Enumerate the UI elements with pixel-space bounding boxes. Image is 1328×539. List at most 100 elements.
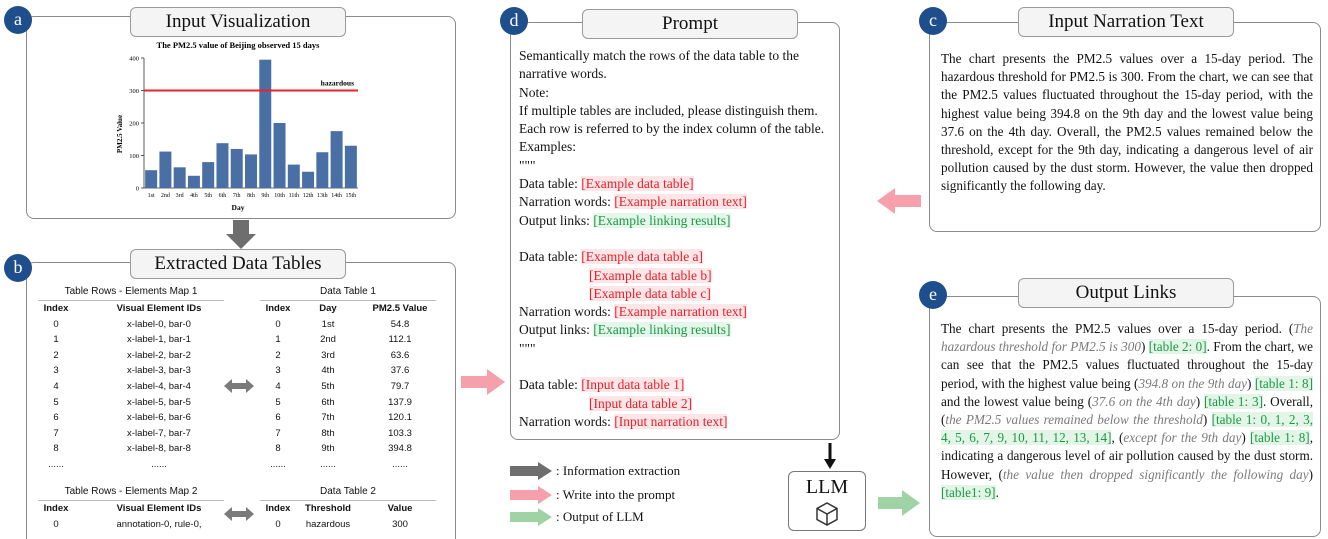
input-narration-text: [Input narration text] — [614, 413, 728, 429]
pm25-bar-chart: The PM2.5 value of Beijing observed 15 d… — [116, 40, 358, 212]
table-cell: 79.7 — [390, 381, 410, 392]
bar — [159, 151, 172, 188]
table-cell: 3rd — [321, 349, 335, 361]
legend-write-into-prompt: : Write into the prompt — [556, 487, 676, 502]
example-data-table-c: [Example data table c] — [589, 285, 711, 301]
column-header: Index — [265, 303, 291, 314]
legend-output-of-llm: : Output of LLM — [556, 509, 644, 524]
prompt-ex2-table: Data table: [Example data table a] — [519, 248, 835, 266]
badge-d: d — [500, 7, 528, 35]
column-header: Visual Element IDs — [116, 503, 202, 514]
narration-phrase: 394.8 on the 9th day — [1138, 375, 1248, 391]
prompt-intro-1: Semantically match the rows of the data … — [519, 48, 800, 63]
table-cell: 2 — [275, 349, 281, 361]
badge-c: c — [919, 7, 947, 35]
label-narration-words: Narration words: — [519, 413, 615, 429]
table-cell: 6th — [321, 396, 335, 408]
down-arrow-icon — [824, 443, 836, 469]
output-links-text: The chart presents the PM2.5 values over… — [941, 320, 1313, 502]
table-cell: annotation-0, rule-0, — [116, 518, 202, 530]
table-cell: x-label-3, bar-3 — [127, 365, 191, 377]
prompt-ex2-narration: Narration words: [Example narration text… — [519, 303, 835, 321]
narration-phrase: 37.6 on the 4th day — [1092, 393, 1196, 409]
table-cell: 1st — [321, 318, 335, 330]
table-cell: 4 — [53, 381, 59, 392]
prompt-intro-2: narrative words. — [519, 66, 607, 82]
table-cell: x-label-4, bar-4 — [127, 381, 191, 392]
threshold-annotation: hazardous — [321, 79, 354, 88]
map1-divider — [38, 300, 224, 301]
table-cell: 120.1 — [388, 412, 412, 424]
column-header: Day — [319, 303, 337, 314]
table-cell: x-label-8, bar-8 — [127, 443, 191, 455]
bar — [287, 164, 300, 188]
prompt-text: Semantically match the rows of the data … — [519, 47, 835, 431]
table-cell: 8 — [53, 443, 59, 455]
example-data-table: [Example data table] — [581, 176, 694, 192]
output-text: . — [995, 484, 999, 500]
bar — [273, 123, 286, 188]
legend-information-extraction: : Information extraction — [556, 463, 681, 478]
output-text: ) — [1140, 339, 1149, 355]
prompt-quotes-open: """ — [519, 157, 536, 173]
label-narration-words: Narration words: — [519, 304, 615, 320]
y-tick-label: 200 — [129, 121, 139, 128]
column-header: Value — [387, 503, 413, 514]
table-cell: 54.8 — [390, 318, 410, 330]
column-header: Index — [43, 303, 69, 314]
output-text: ) — [1241, 430, 1250, 446]
table-cell: 7 — [53, 427, 59, 439]
table-cell: x-label-6, bar-6 — [127, 412, 191, 424]
prompt-ex1-narration: Narration words: [Example narration text… — [519, 193, 835, 211]
bar — [316, 152, 329, 188]
table-cell: ...... — [270, 459, 286, 470]
x-tick-label: 1st — [148, 193, 155, 199]
table-row: 4 x-label-4, bar-4 — [36, 380, 226, 394]
bar — [344, 145, 357, 188]
label-narration-words: Narration words: — [519, 194, 615, 210]
map1-title: Table Rows - Elements Map 1 — [64, 286, 198, 297]
output-text: The chart presents the PM2.5 values over… — [941, 321, 1294, 336]
table-cell: 37.6 — [390, 365, 410, 377]
y-tick-label: 400 — [129, 56, 139, 63]
table-row: 3 x-label-3, bar-3 — [36, 364, 226, 378]
table-cell: ...... — [48, 459, 64, 470]
column-header: Visual Element IDs — [116, 303, 202, 314]
x-tick-label: 9th — [261, 193, 269, 199]
label-data-table: Data table: — [519, 176, 582, 192]
spacer — [519, 358, 835, 376]
table-cell: 3 — [53, 365, 59, 377]
table-cell: ...... — [392, 459, 408, 470]
table-cell: 103.3 — [388, 427, 412, 439]
narration-phrase: The hazardous threshold for PM2.5 is 300 — [941, 321, 1313, 355]
prompt-quotes-close: """ — [519, 340, 536, 356]
prompt-ex2-table-c: [Example data table c] — [519, 285, 835, 303]
x-tick-label: 2nd — [161, 193, 170, 199]
x-tick-label: 10th — [274, 193, 285, 199]
table-cell: 3 — [275, 365, 281, 377]
table-link: [table 2: 0] — [1148, 339, 1207, 355]
output-text: , indicating a dangerous level of air po… — [941, 430, 1313, 482]
table-cell: 0 — [53, 518, 59, 530]
table2-divider — [260, 500, 436, 501]
table-row: 0 annotation-0, rule-0, — [36, 518, 226, 532]
label-data-table: Data table: — [519, 249, 582, 265]
table-cell: 1 — [275, 334, 281, 346]
x-tick-label: 6th — [219, 193, 227, 199]
table-cell: 1 — [53, 334, 59, 346]
table-cell: ...... — [151, 459, 167, 470]
prompt-ex2-output: Output links: [Example linking results] — [519, 321, 835, 339]
